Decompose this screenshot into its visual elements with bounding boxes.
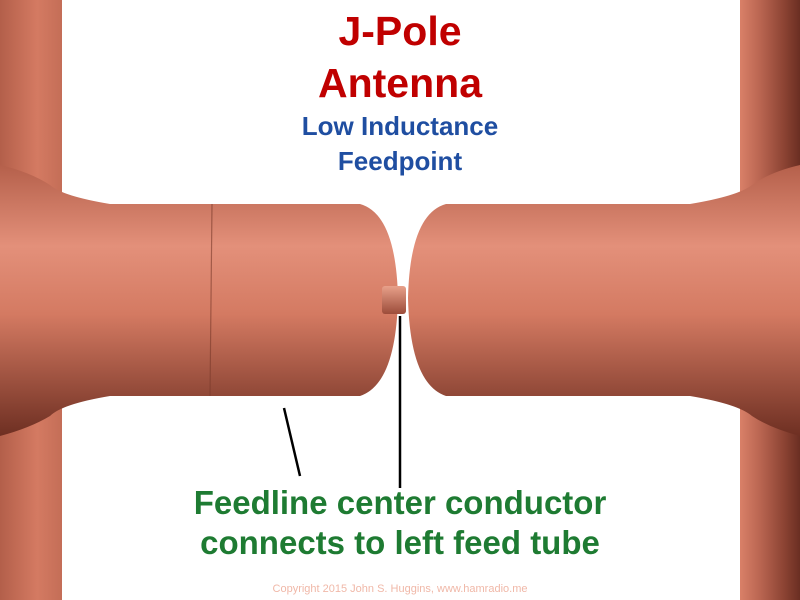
title-line-1: J-Pole [338, 8, 462, 54]
pointer-line-tube [282, 407, 302, 477]
tube-joint-seam [209, 203, 213, 397]
callout-line-1: Feedline center conductor [193, 484, 607, 521]
copyright-notice: Copyright 2015 John S. Huggins, www.hamr… [272, 583, 528, 595]
left-feed-tube [0, 165, 398, 436]
title-line-2: Antenna [318, 60, 482, 106]
subtitle-line-1: Low Inductance [301, 111, 499, 141]
center-pin [382, 286, 406, 314]
subtitle-line-2: Feedpoint [337, 146, 463, 176]
callout-line-2: connects to left feed tube [200, 524, 600, 561]
pointer-lines [282, 316, 402, 488]
right-feed-tube [408, 165, 800, 436]
